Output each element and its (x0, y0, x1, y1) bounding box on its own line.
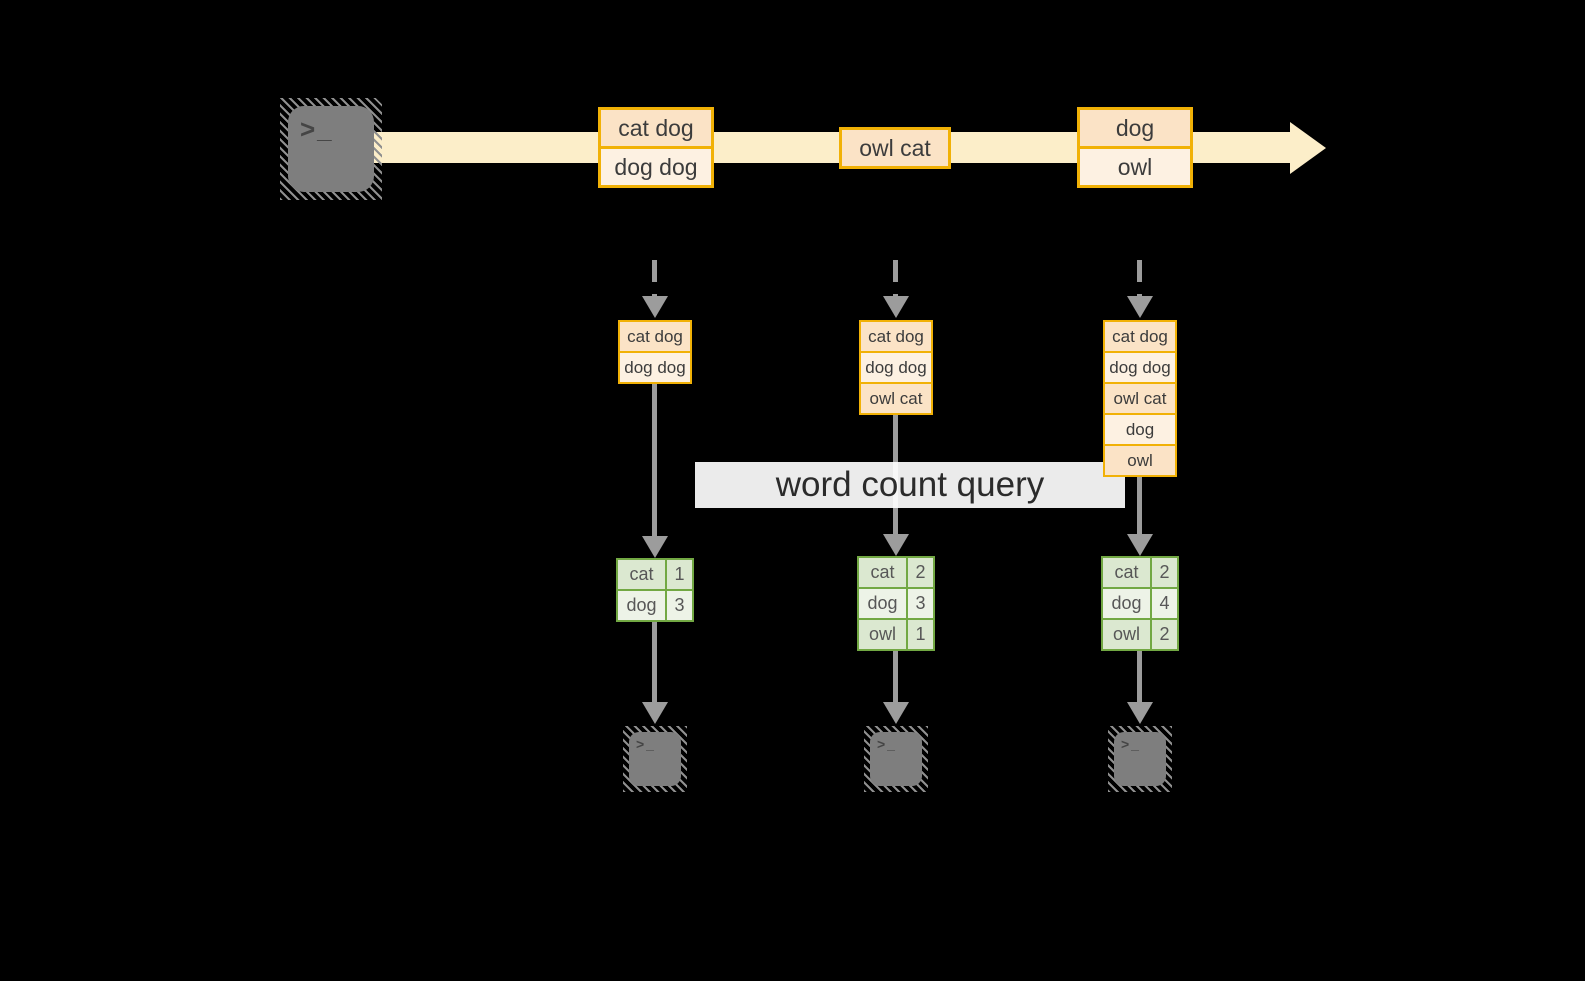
count-word-cell: dog (1103, 589, 1150, 618)
source-terminal-icon: >_ (280, 98, 382, 200)
arrowhead-icon (642, 702, 668, 724)
count-value-cell: 1 (908, 620, 933, 649)
window-record: dog dog (620, 353, 690, 382)
stream-event-line: owl cat (842, 130, 948, 166)
arrowhead-icon (642, 536, 668, 558)
arrowhead-icon (883, 702, 909, 724)
dashed-arrow-line (893, 260, 898, 298)
window-record: dog (1105, 415, 1175, 444)
arrowhead-icon (1127, 534, 1153, 556)
window-record: owl cat (861, 384, 931, 413)
stream-event-line: owl (1080, 149, 1190, 185)
arrowhead-icon (883, 534, 909, 556)
stream-arrowhead-icon (1290, 122, 1326, 174)
count-value-cell: 3 (667, 591, 692, 620)
arrow-line (1137, 477, 1142, 536)
terminal-screen: >_ (870, 732, 922, 786)
terminal-prompt-icon: >_ (1121, 736, 1141, 752)
terminal-screen: >_ (629, 732, 681, 786)
count-table-3: cat 2 dog 4 owl 2 (1101, 556, 1179, 651)
window-record: cat dog (861, 322, 931, 351)
count-value-cell: 3 (908, 589, 933, 618)
arrow-line (893, 651, 898, 704)
terminal-screen: >_ (288, 106, 374, 192)
count-value-cell: 2 (1152, 558, 1177, 587)
count-table-2: cat 2 dog 3 owl 1 (857, 556, 935, 651)
window-stack-1: cat dog dog dog (618, 320, 692, 384)
dashed-arrowhead-icon (883, 296, 909, 318)
stream-event-box-1: cat dog dog dog (598, 107, 714, 188)
window-record: owl (1105, 446, 1175, 475)
window-record: cat dog (1105, 322, 1175, 351)
stream-event-line: cat dog (601, 110, 711, 146)
count-value-cell: 4 (1152, 589, 1177, 618)
query-label: word count query (695, 462, 1125, 508)
count-word-cell: cat (618, 560, 665, 589)
terminal-prompt-icon: >_ (636, 736, 656, 752)
arrow-line (652, 384, 657, 538)
window-record: owl cat (1105, 384, 1175, 413)
stream-event-box-3: dog owl (1077, 107, 1193, 188)
terminal-prompt-icon: >_ (300, 114, 334, 144)
arrow-line (1137, 651, 1142, 704)
window-record: cat dog (620, 322, 690, 351)
count-word-cell: cat (859, 558, 906, 587)
dashed-arrowhead-icon (1127, 296, 1153, 318)
sink-terminal-icon-1: >_ (623, 726, 687, 792)
window-record: dog dog (861, 353, 931, 382)
dashed-arrowhead-icon (642, 296, 668, 318)
count-word-cell: owl (859, 620, 906, 649)
window-stack-2: cat dog dog dog owl cat (859, 320, 933, 415)
arrowhead-icon (1127, 702, 1153, 724)
window-stack-3: cat dog dog dog owl cat dog owl (1103, 320, 1177, 477)
count-value-cell: 2 (1152, 620, 1177, 649)
stream-event-line: dog dog (601, 149, 711, 185)
count-value-cell: 2 (908, 558, 933, 587)
stream-event-box-2: owl cat (839, 127, 951, 169)
arrow-line (652, 622, 657, 704)
count-word-cell: cat (1103, 558, 1150, 587)
sink-terminal-icon-3: >_ (1108, 726, 1172, 792)
terminal-screen: >_ (1114, 732, 1166, 786)
window-record: dog dog (1105, 353, 1175, 382)
stream-event-line: dog (1080, 110, 1190, 146)
count-table-1: cat 1 dog 3 (616, 558, 694, 622)
terminal-prompt-icon: >_ (877, 736, 897, 752)
count-word-cell: owl (1103, 620, 1150, 649)
sink-terminal-icon-2: >_ (864, 726, 928, 792)
dashed-arrow-line (1137, 260, 1142, 298)
dashed-arrow-line (652, 260, 657, 298)
count-word-cell: dog (859, 589, 906, 618)
count-word-cell: dog (618, 591, 665, 620)
count-value-cell: 1 (667, 560, 692, 589)
